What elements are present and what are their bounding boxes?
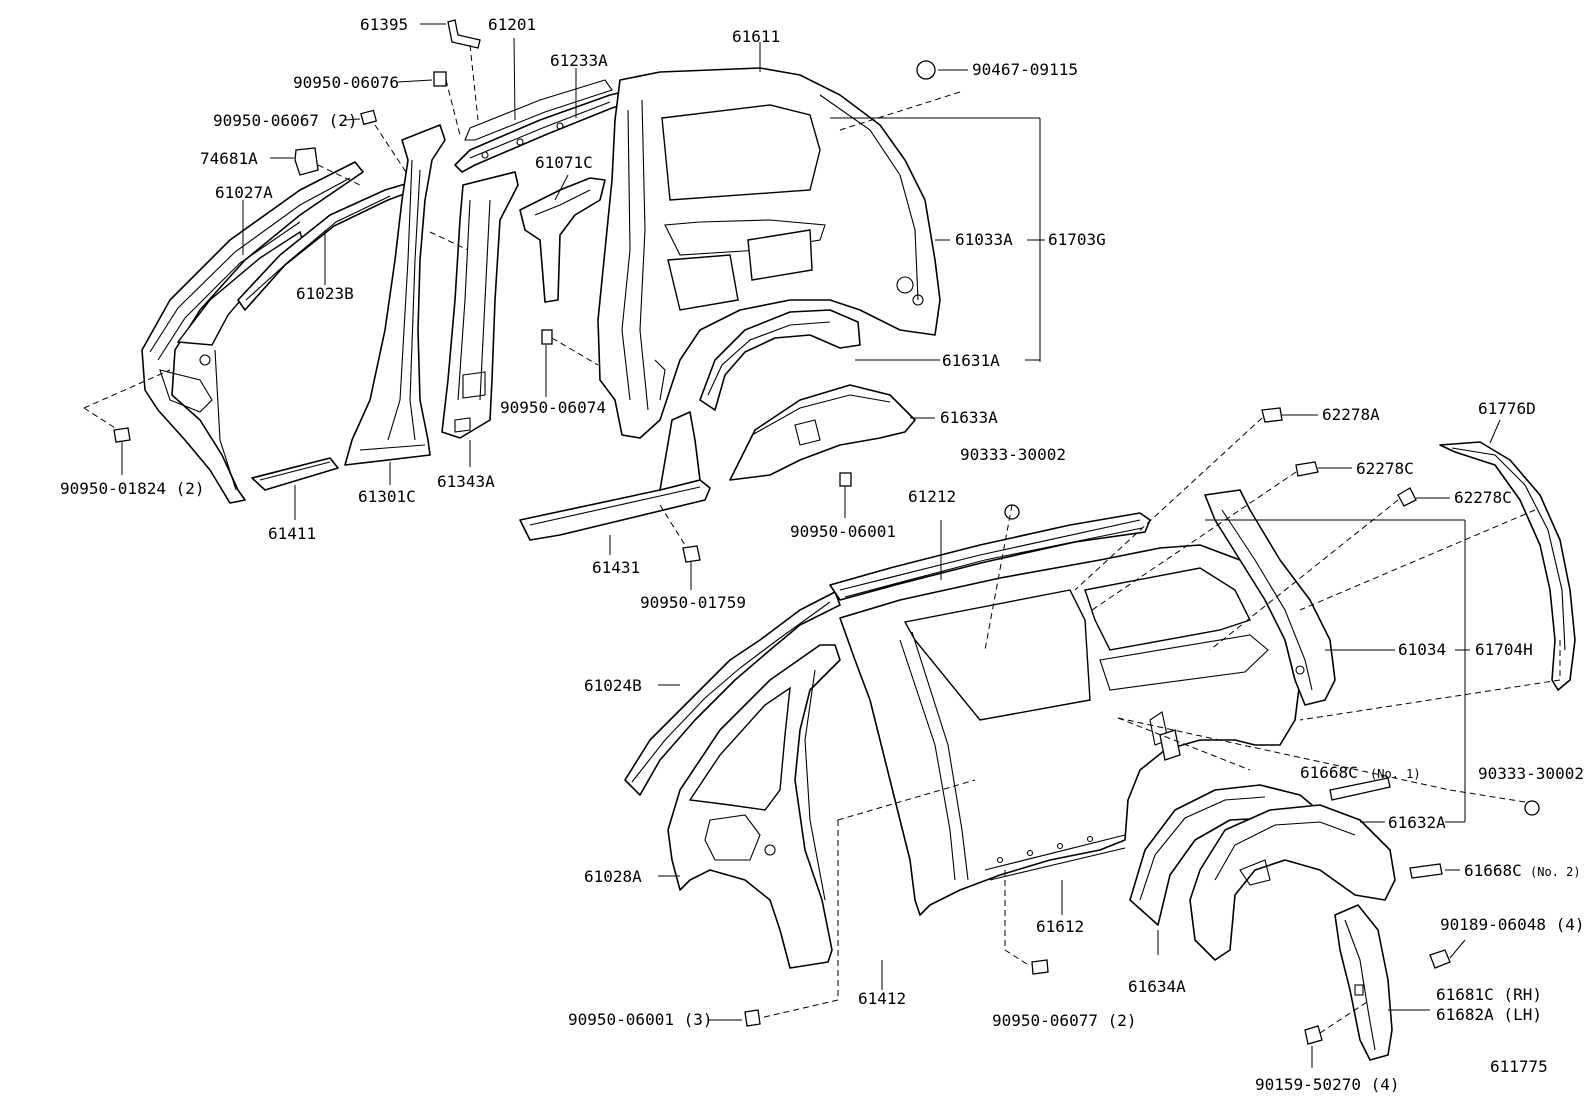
- label-90950-06001: 90950-06001: [790, 522, 896, 541]
- diagram-reference-number: 611775: [1490, 1057, 1548, 1076]
- mud-guard-61681c-61682a: [1334, 904, 1393, 1061]
- label-90159-50270: 90159-50270 (4): [1255, 1075, 1400, 1094]
- label-61634a: 61634A: [1128, 977, 1186, 996]
- sill-61411: [251, 457, 339, 491]
- plug-90950-01759: [682, 545, 701, 563]
- label-61668c-no1: 61668C: [1300, 763, 1358, 782]
- clip-62278c-a: [1295, 461, 1319, 477]
- quarter-panel-rear-61034: [1204, 489, 1336, 706]
- bolt-90189-06048: [1429, 949, 1451, 969]
- label-61024b: 61024B: [584, 676, 642, 695]
- rocker-panel-61431: [519, 411, 711, 541]
- label-61027a: 61027A: [215, 183, 273, 202]
- label-61631a: 61631A: [942, 351, 1000, 370]
- pad-90950-06077: [1031, 959, 1049, 975]
- body-side-outer-61612: [839, 544, 1301, 916]
- front-pillar-outer-61024b: [624, 591, 841, 796]
- label-61668c-no1-note: (No. 1): [1370, 767, 1421, 781]
- clip-62278a: [1261, 407, 1283, 423]
- label-61776d: 61776D: [1478, 399, 1536, 418]
- door-filler-lid: [1159, 729, 1181, 761]
- bolt-90159-50270: [1304, 1025, 1323, 1045]
- leader-lines-top-left: [83, 23, 1045, 590]
- wheel-house-inner-61633a: [729, 384, 916, 481]
- label-61668c-no2: 61668C: [1464, 861, 1522, 880]
- leader-lines-bottom-right: [658, 414, 1561, 1068]
- label-61034: 61034: [1398, 640, 1446, 659]
- label-61301c: 61301C: [358, 487, 416, 506]
- label-61071c: 61071C: [535, 153, 593, 172]
- label-61201: 61201: [488, 15, 536, 34]
- label-61431: 61431: [592, 558, 640, 577]
- roof-side-rail-61212: [829, 512, 1151, 601]
- label-61212: 61212: [908, 487, 956, 506]
- label-90950-06074: 90950-06074: [500, 398, 606, 417]
- rear-pillar-strip-61776d: [1439, 441, 1576, 691]
- label-61411: 61411: [268, 524, 316, 543]
- label-61395: 61395: [360, 15, 408, 34]
- label-61703g: 61703G: [1048, 230, 1106, 249]
- plug-90950-01824: [113, 427, 131, 443]
- label-61682a: 61682A (LH): [1436, 1005, 1542, 1024]
- bracket-61395: [447, 19, 481, 49]
- pad-90950-06076: [433, 71, 447, 87]
- label-61668c-no2-note: (No. 2): [1530, 865, 1581, 879]
- label-90333-30002-top: 90333-30002: [960, 445, 1066, 464]
- center-pillar-61301c: [344, 124, 446, 466]
- brace-61071c: [519, 177, 606, 303]
- callout-labels: 61395 61201 61611 90950-06076 61233A 904…: [60, 15, 1585, 1094]
- seal-61668c-no1: [1329, 777, 1391, 801]
- clip-62278c-b: [1397, 487, 1417, 507]
- front-pillar-outer-61027a: [141, 161, 364, 504]
- bracket-74681a: [294, 147, 319, 176]
- label-61028a: 61028A: [584, 867, 642, 886]
- label-90950-06076: 90950-06076: [293, 73, 399, 92]
- seal-61668c-no2: [1409, 863, 1443, 879]
- label-61023b: 61023B: [296, 284, 354, 303]
- label-62278c-b: 62278C: [1454, 488, 1512, 507]
- label-61611: 61611: [732, 27, 780, 46]
- label-61343a: 61343A: [437, 472, 495, 491]
- label-61704h: 61704H: [1475, 640, 1533, 659]
- plug-90333-30002-right: [1524, 800, 1540, 816]
- label-90333-30002-right: 90333-30002: [1478, 764, 1584, 783]
- label-90950-01824: 90950-01824 (2): [60, 479, 205, 498]
- pad-90950-06001-3: [744, 1009, 761, 1027]
- wheel-house-61631a: [699, 309, 861, 411]
- pad-90950-06067: [360, 109, 378, 126]
- center-pillar-inner-61343a: [441, 171, 519, 439]
- label-90950-06001-3: 90950-06001 (3): [568, 1010, 713, 1029]
- plug-90467-09115: [916, 60, 936, 80]
- label-61412: 61412: [858, 989, 906, 1008]
- label-61233a: 61233A: [550, 51, 608, 70]
- label-90189-06048: 90189-06048 (4): [1440, 915, 1585, 934]
- label-61612: 61612: [1036, 917, 1084, 936]
- label-61632a: 61632A: [1388, 813, 1446, 832]
- pad-90950-06074: [541, 329, 553, 345]
- wheel-house-inner-61634a: [1189, 804, 1396, 961]
- pad-90950-06001: [839, 472, 852, 487]
- label-62278a: 62278A: [1322, 405, 1380, 424]
- quarter-panel-outer-61611: [597, 67, 941, 439]
- label-74681a: 74681A: [200, 149, 258, 168]
- label-61681c: 61681C (RH): [1436, 985, 1542, 1004]
- front-pillar-assembly-61028a: [667, 644, 841, 969]
- label-90467-09115: 90467-09115: [972, 60, 1078, 79]
- label-61633a: 61633A: [940, 408, 998, 427]
- label-62278c-a: 62278C: [1356, 459, 1414, 478]
- label-90950-01759: 90950-01759: [640, 593, 746, 612]
- label-61033a: 61033A: [955, 230, 1013, 249]
- label-90950-06067: 90950-06067 (2): [213, 111, 358, 130]
- label-90950-06077: 90950-06077 (2): [992, 1011, 1137, 1030]
